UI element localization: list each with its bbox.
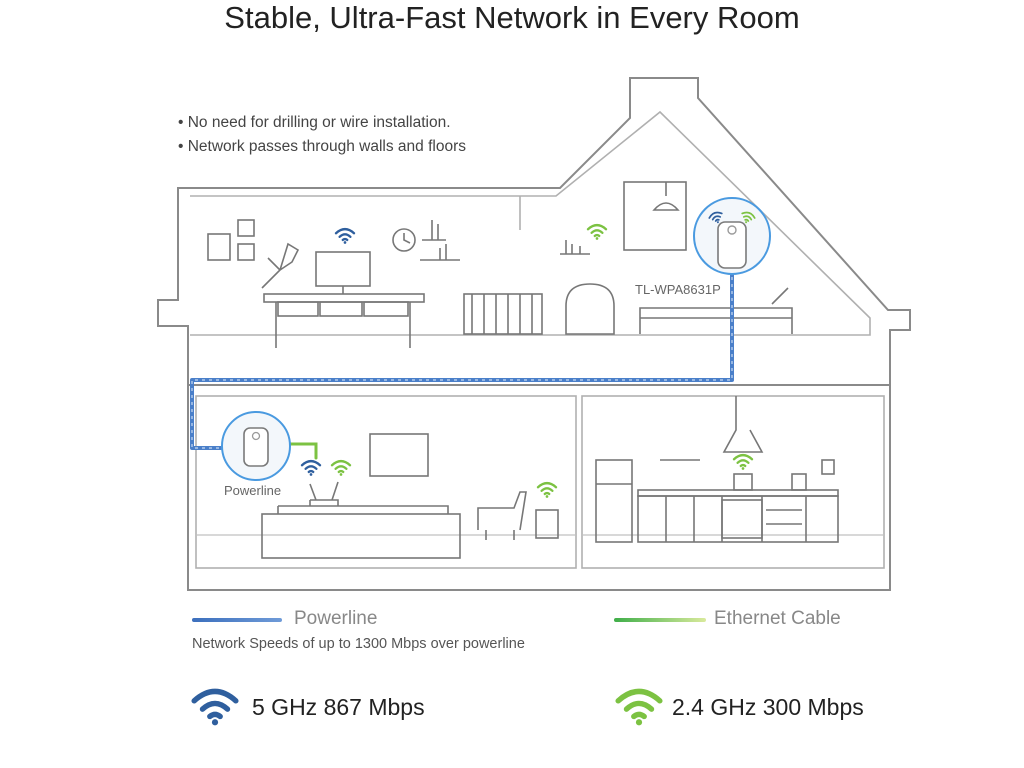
bullet-no-drilling: • No need for drilling or wire installat… xyxy=(178,114,451,131)
extender-device xyxy=(693,197,771,275)
powerline-legend-line xyxy=(192,618,282,622)
living-room-furniture xyxy=(261,433,559,559)
wifi-green-icon xyxy=(732,453,754,470)
bullet-walls-floors: • Network passes through walls and floor… xyxy=(178,138,467,155)
band-5ghz-label: 5 GHz 867 Mbps xyxy=(252,694,425,720)
ethernet-legend-line xyxy=(614,618,706,622)
ethernet-legend-label: Ethernet Cable xyxy=(714,608,841,629)
wifi-5ghz-icon xyxy=(190,684,240,726)
wifi-24ghz-icon xyxy=(614,684,664,726)
speed-note: Network Speeds of up to 1300 Mbps over p… xyxy=(192,636,525,652)
adapter-label: Powerline xyxy=(224,483,281,498)
wifi-blue-icon xyxy=(334,227,356,244)
powerline-legend-label: Powerline xyxy=(294,608,378,629)
wifi-blue-icon xyxy=(300,459,322,476)
wifi-green-icon xyxy=(536,481,558,498)
wifi-green-icon xyxy=(330,459,352,476)
adapter-device xyxy=(221,411,291,481)
ethernet-path xyxy=(288,442,318,460)
feature-bullets: • No need for drilling or wire installat… xyxy=(178,111,466,159)
page-title: Stable, Ultra-Fast Network in Every Room xyxy=(224,0,800,35)
extender-label: TL-WPA8631P xyxy=(635,282,721,297)
house-outline xyxy=(157,77,911,591)
kitchen-furniture xyxy=(595,396,839,543)
wifi-green-icon xyxy=(586,223,608,240)
band-24ghz-label: 2.4 GHz 300 Mbps xyxy=(672,694,864,720)
upper-room-furniture xyxy=(207,181,793,348)
